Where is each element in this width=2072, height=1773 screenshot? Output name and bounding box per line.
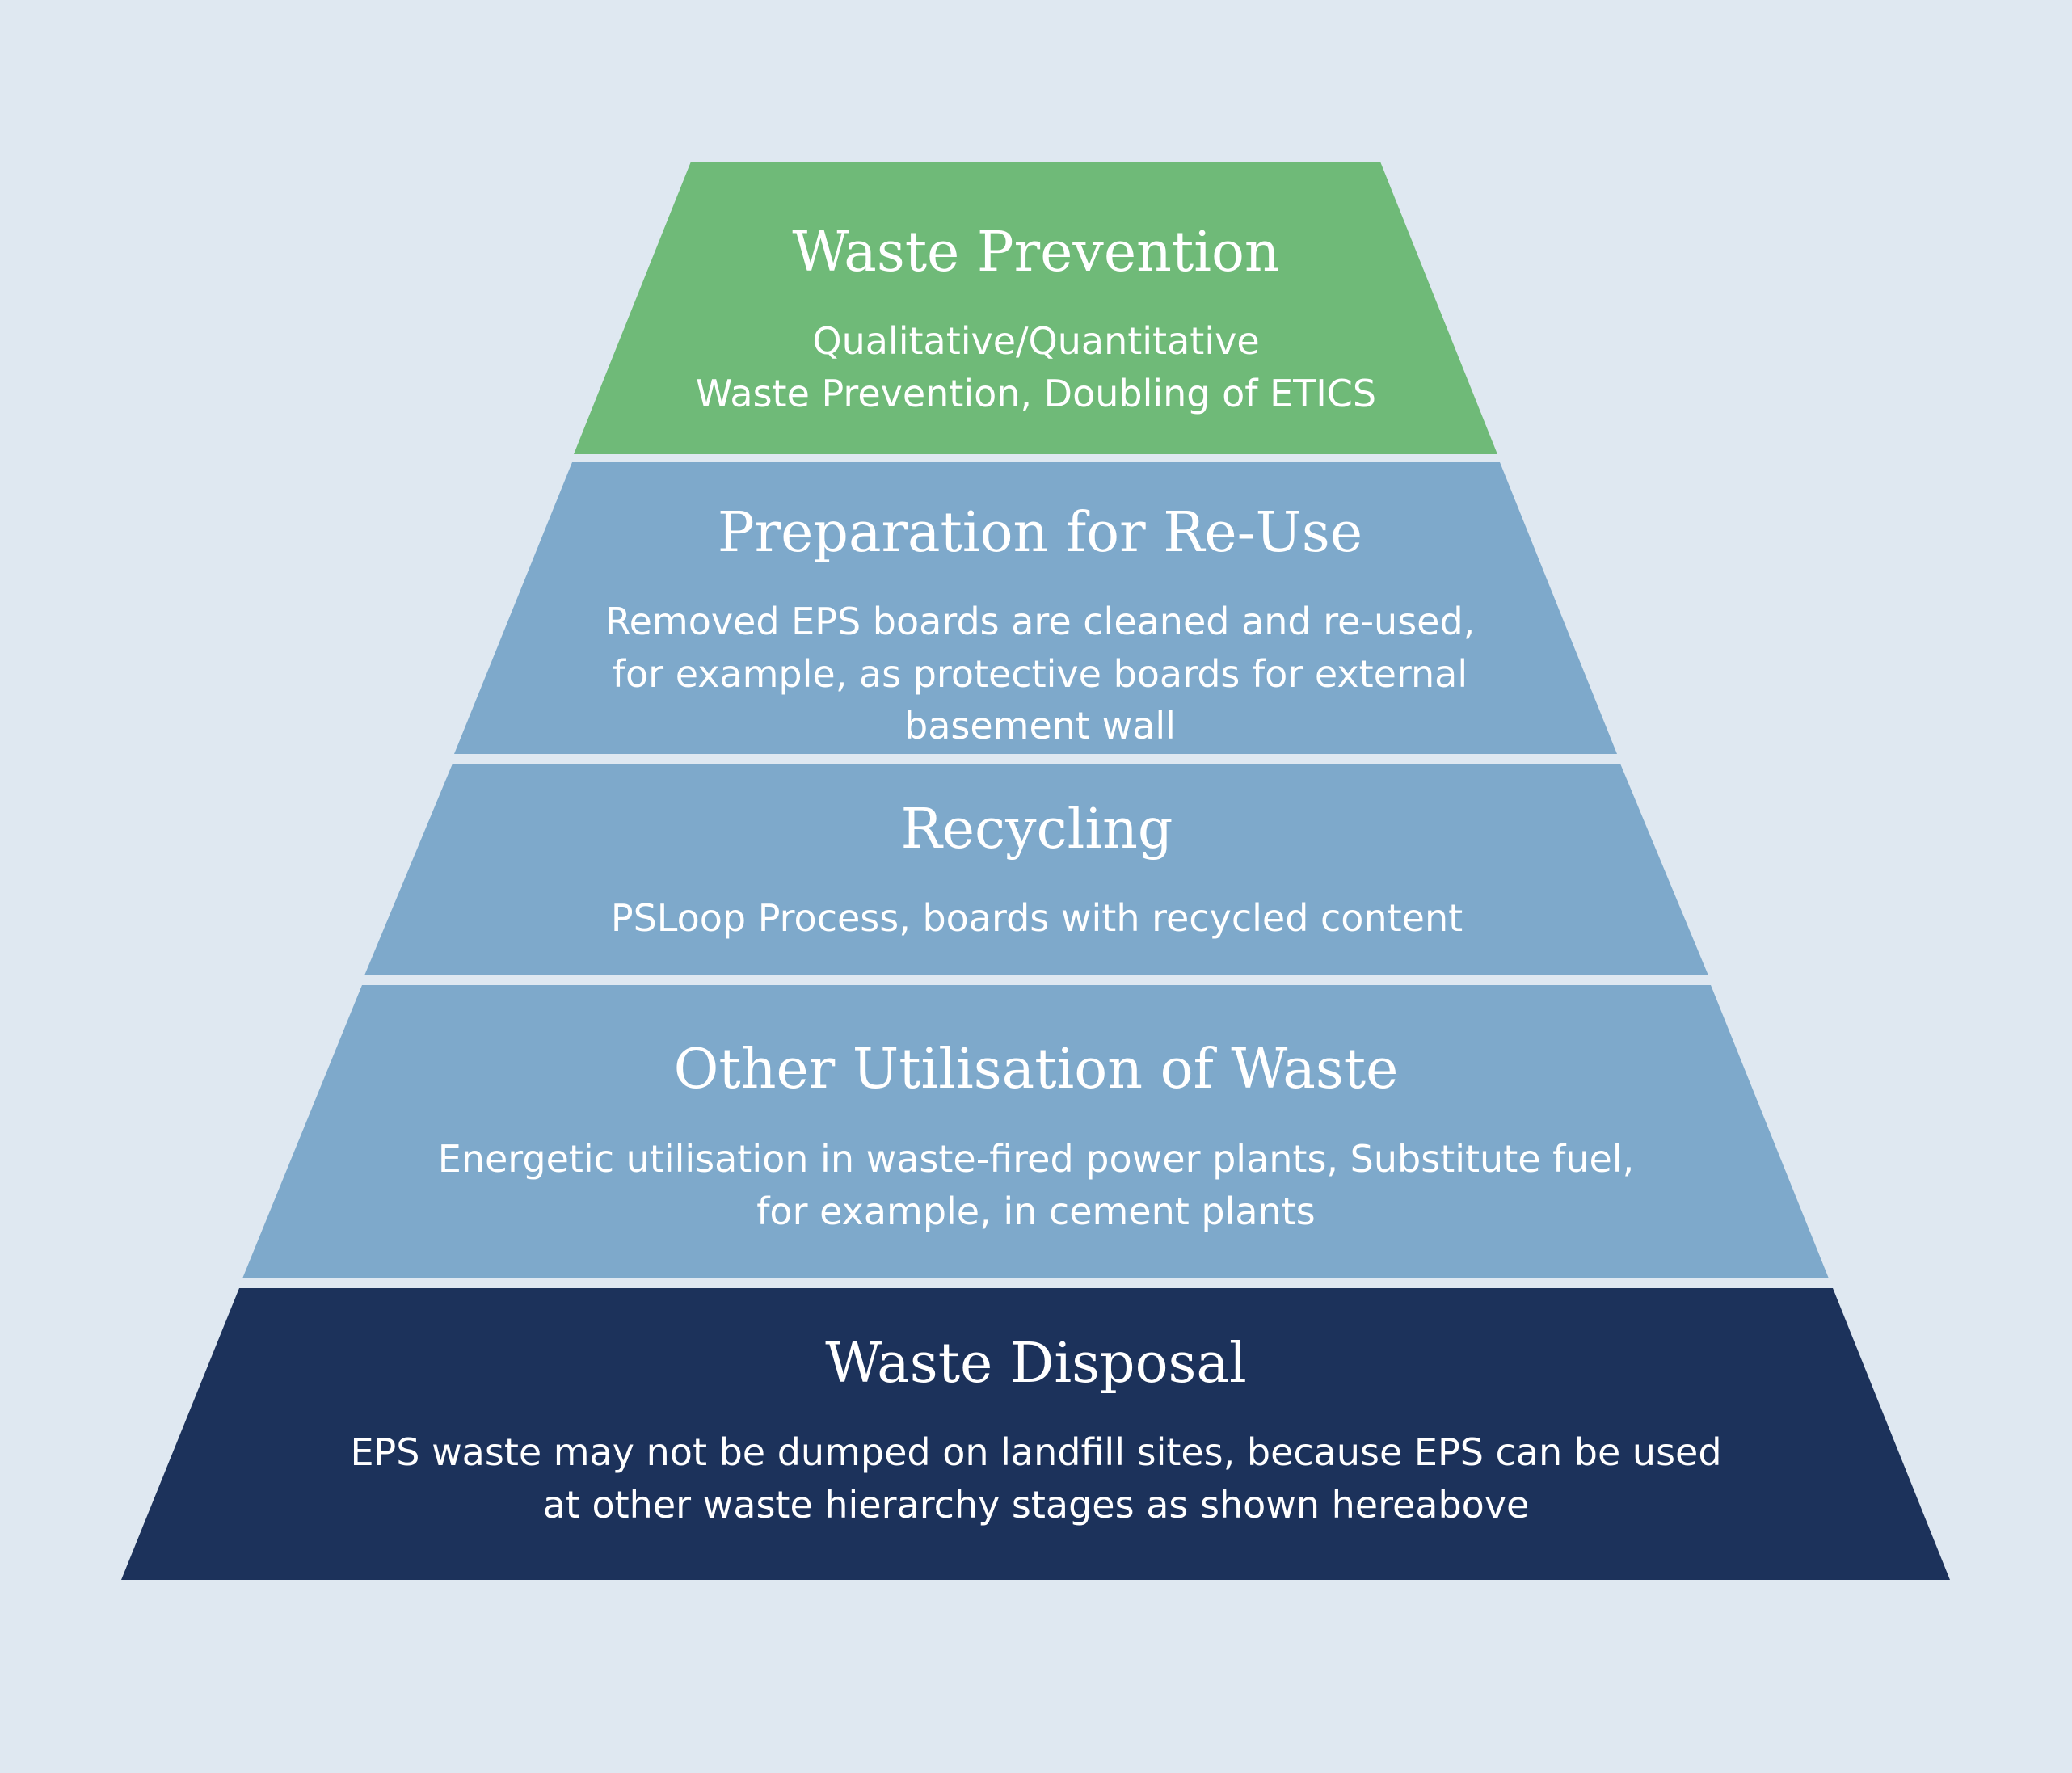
tier-preparation-for-reuse-desc-line-2: for example, as protective boards for ex…: [613, 652, 1468, 696]
tier-waste-disposal-title: Waste Disposal: [825, 1332, 1246, 1396]
tier-recycling: Recycling PSLoop Process, boards with re…: [364, 764, 1708, 975]
tier-preparation-for-reuse-shape: [454, 462, 1617, 754]
tier-waste-disposal-desc-line-1: EPS waste may not be dumped on landfill …: [350, 1430, 1721, 1474]
tier-preparation-for-reuse: Preparation for Re-Use Removed EPS board…: [454, 462, 1617, 754]
tier-recycling-title: Recycling: [901, 798, 1173, 861]
tier-recycling-desc-line-1: PSLoop Process, boards with recycled con…: [611, 896, 1463, 940]
tier-waste-prevention-desc-line-1: Qualitative/Quantitative: [812, 319, 1259, 363]
tier-preparation-for-reuse-desc-line-3: basement wall: [904, 704, 1176, 748]
tier-other-utilisation-shape: [242, 985, 1829, 1278]
tier-other-utilisation-desc-line-1: Energetic utilisation in waste-fired pow…: [438, 1137, 1634, 1181]
tier-waste-prevention-desc-line-2: Waste Prevention, Doubling of ETICS: [696, 372, 1376, 415]
tier-waste-disposal-shape: [121, 1288, 1950, 1580]
tier-waste-prevention-title: Waste Prevention: [792, 221, 1279, 284]
tier-recycling-shape: [364, 764, 1708, 975]
tier-preparation-for-reuse-desc-line-1: Removed EPS boards are cleaned and re-us…: [605, 600, 1476, 643]
tier-other-utilisation-title: Other Utilisation of Waste: [674, 1038, 1399, 1101]
tier-waste-disposal: Waste Disposal EPS waste may not be dump…: [121, 1288, 1950, 1580]
tier-waste-disposal-desc-line-2: at other waste hierarchy stages as shown…: [543, 1483, 1530, 1527]
tier-preparation-for-reuse-title: Preparation for Re-Use: [718, 501, 1362, 565]
tier-waste-prevention: Waste Prevention Qualitative/Quantitativ…: [574, 162, 1497, 454]
tier-waste-prevention-shape: [574, 162, 1497, 454]
tier-other-utilisation-desc-line-2: for example, in cement plants: [756, 1190, 1316, 1233]
tier-other-utilisation: Other Utilisation of Waste Energetic uti…: [242, 985, 1829, 1278]
